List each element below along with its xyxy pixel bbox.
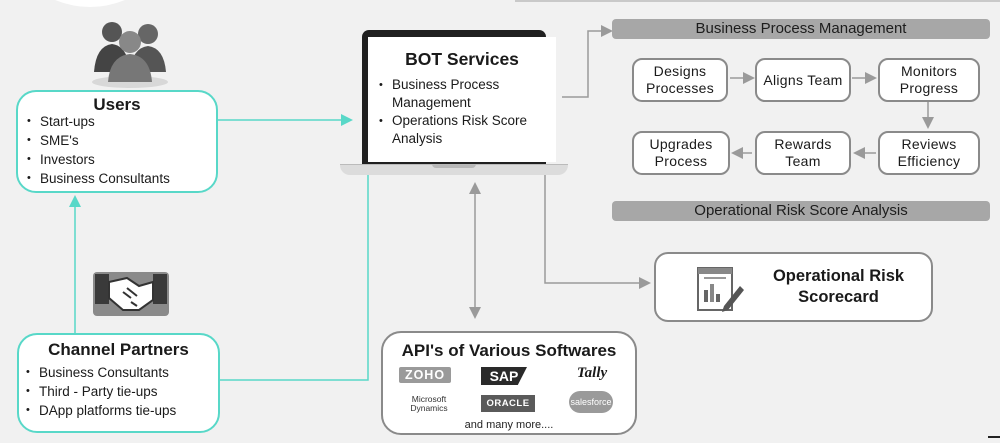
apis-more-text: and many more....	[464, 419, 554, 431]
users-list: Start-ups SME's Investors Business Consu…	[26, 112, 170, 188]
step-aligns-team: Aligns Team	[755, 58, 851, 102]
bot-services-list: Business Process Management Operations R…	[378, 76, 554, 148]
handshake-icon	[93, 264, 169, 320]
bot-to-bpm-arrow	[562, 25, 613, 98]
bot-services-screen: BOT Services Business Process Management…	[368, 37, 556, 162]
scorecard-title: Operational Risk Scorecard	[772, 267, 905, 306]
oracle-logo: ORACLE	[481, 395, 535, 412]
list-item: Business Consultants	[26, 169, 170, 188]
step-monitors-progress: Monitors Progress	[878, 58, 980, 102]
bot-services-title: BOT Services	[405, 49, 519, 69]
zoho-logo: ZOHO	[399, 367, 451, 383]
users-box: Users Start-ups SME's Investors Business…	[16, 90, 218, 193]
corner-mark	[988, 436, 1000, 438]
microsoft-dynamics-logo: Microsoft Dynamics	[410, 394, 448, 413]
apis-title: API's of Various Softwares	[401, 341, 617, 360]
channel-partners-title: Channel Partners	[48, 340, 189, 359]
salesforce-logo: salesforce	[569, 391, 613, 413]
step-reviews-efficiency: Reviews Efficiency	[878, 131, 980, 175]
bot-to-scorecard-arrow	[544, 170, 651, 289]
list-item: Operations Risk Score Analysis	[378, 112, 554, 148]
tally-logo: Tally	[576, 365, 608, 381]
bpm-header: Business Process Management	[612, 19, 990, 39]
list-item: Business Process Management	[378, 76, 554, 112]
list-item: SME's	[26, 131, 170, 150]
list-item: Investors	[26, 150, 170, 169]
sap-logo: SAP	[481, 367, 527, 385]
ora-header: Operational Risk Score Analysis	[612, 201, 990, 221]
step-rewards-team: Rewards Team	[755, 131, 851, 175]
users-title: Users	[93, 95, 141, 114]
channel-partners-list: Business Consultants Third - Party tie-u…	[25, 363, 176, 420]
scorecard-document-icon	[694, 264, 746, 314]
people-group-icon	[90, 10, 170, 88]
channel-partners-box: Channel Partners Business Consultants Th…	[17, 333, 220, 433]
list-item: Third - Party tie-ups	[25, 382, 176, 401]
list-item: Start-ups	[26, 112, 170, 131]
channel-to-bot-arrow	[220, 162, 374, 381]
step-upgrades-process: Upgrades Process	[632, 131, 730, 175]
list-item: Business Consultants	[25, 363, 176, 382]
apis-box: API's of Various Softwares ZOHO SAP Tall…	[381, 331, 637, 435]
scorecard-box: Operational Risk Scorecard	[654, 252, 933, 322]
list-item: DApp platforms tie-ups	[25, 401, 176, 420]
step-designs-processes: Designs Processes	[632, 58, 728, 102]
